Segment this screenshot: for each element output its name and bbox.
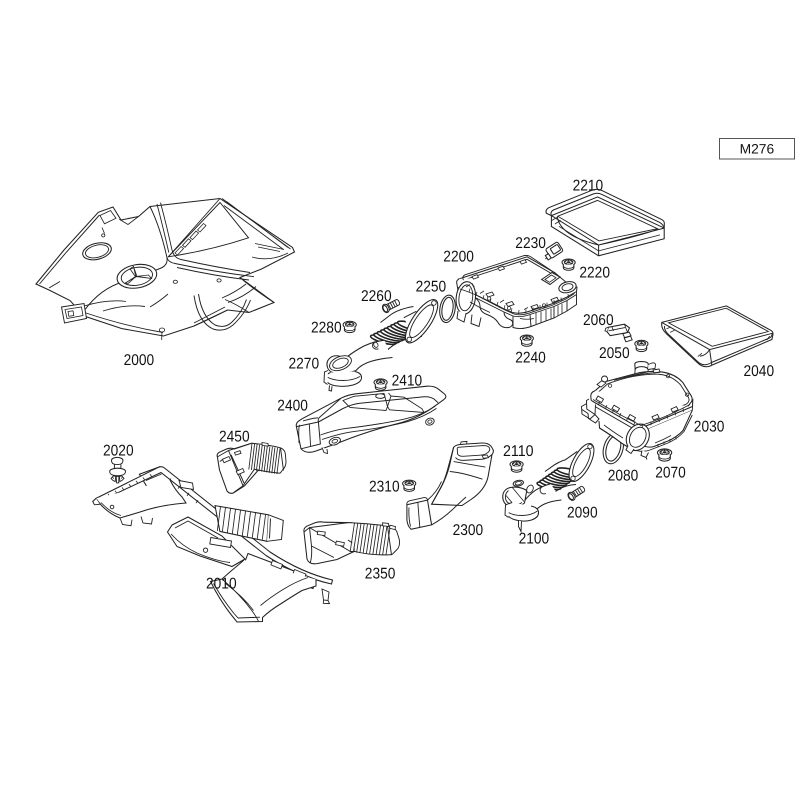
svg-text:2450: 2450 xyxy=(219,429,250,446)
svg-text:2270: 2270 xyxy=(289,355,320,372)
svg-text:2310: 2310 xyxy=(369,478,400,495)
svg-text:2280: 2280 xyxy=(311,320,342,337)
svg-text:2000: 2000 xyxy=(124,352,155,369)
svg-text:2300: 2300 xyxy=(453,522,484,539)
svg-text:2060: 2060 xyxy=(583,312,614,329)
svg-text:2110: 2110 xyxy=(503,443,534,460)
svg-text:2400: 2400 xyxy=(277,397,308,414)
svg-text:2080: 2080 xyxy=(608,467,639,484)
svg-text:M276: M276 xyxy=(740,141,775,156)
svg-text:2260: 2260 xyxy=(361,288,392,305)
svg-text:2210: 2210 xyxy=(573,177,604,194)
svg-text:2220: 2220 xyxy=(579,264,610,281)
svg-text:2410: 2410 xyxy=(392,373,423,390)
svg-text:2100: 2100 xyxy=(519,531,550,548)
svg-text:2070: 2070 xyxy=(655,464,686,481)
svg-text:2050: 2050 xyxy=(599,345,630,362)
svg-text:2040: 2040 xyxy=(744,363,775,380)
svg-text:2350: 2350 xyxy=(365,566,396,583)
svg-text:2250: 2250 xyxy=(416,279,447,296)
svg-text:2020: 2020 xyxy=(103,442,134,459)
svg-text:2010: 2010 xyxy=(206,576,237,593)
svg-text:2230: 2230 xyxy=(515,235,546,252)
svg-text:2240: 2240 xyxy=(515,349,546,366)
svg-text:2200: 2200 xyxy=(443,248,474,265)
svg-text:2030: 2030 xyxy=(694,419,725,436)
svg-text:2090: 2090 xyxy=(567,504,598,521)
